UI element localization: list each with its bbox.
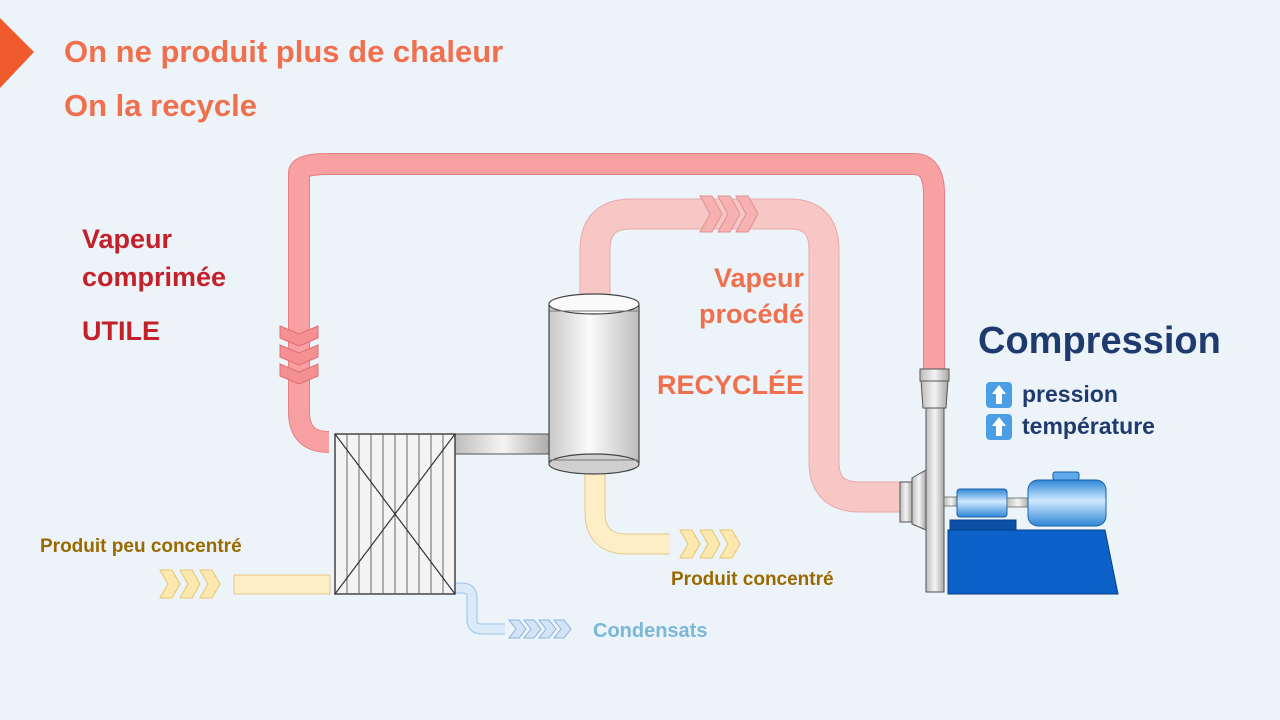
process-steam-label: Vapeur procédé xyxy=(699,260,804,332)
compressed-steam-tag: UTILE xyxy=(82,316,160,346)
compressed-steam-flow-chevrons xyxy=(279,325,319,385)
up-arrow-icon xyxy=(986,381,1012,408)
headline-line-1: On ne produit plus de chaleur xyxy=(64,34,504,69)
condensate-pipe xyxy=(455,582,505,635)
feed-label: Produit peu concentré xyxy=(40,536,242,557)
heat-exchanger xyxy=(334,433,456,595)
compression-title: Compression xyxy=(978,320,1221,362)
up-arrow-icon xyxy=(986,413,1012,440)
compressed-steam-line-2: comprimée xyxy=(82,262,227,292)
compression-item-temperature: température xyxy=(986,413,1155,440)
compression-item-label: pression xyxy=(1022,381,1118,407)
process-steam-pipe xyxy=(579,198,900,513)
feed-pipe xyxy=(233,574,331,595)
process-steam-line-1: Vapeur xyxy=(713,263,804,293)
compression-item-pressure: pression xyxy=(986,381,1118,408)
condensate-label: Condensats xyxy=(593,620,708,642)
process-steam-line-2: procédé xyxy=(698,299,804,329)
compression-item-label: température xyxy=(1022,413,1155,439)
process-steam-tag: RECYCLÉE xyxy=(656,370,804,400)
concentrate-flow-chevrons xyxy=(679,529,741,559)
feed-flow-chevrons xyxy=(159,569,221,599)
separator-vessel xyxy=(548,293,640,475)
vapor-connector xyxy=(454,433,552,455)
compressed-steam-line-1: Vapeur xyxy=(82,224,173,254)
compressed-steam-label: Vapeur comprimée xyxy=(82,220,226,296)
condensate-flow-chevrons xyxy=(507,619,572,639)
corner-accent-triangle xyxy=(0,18,34,88)
process-steam-flow-chevrons xyxy=(699,195,759,233)
compressor xyxy=(899,368,950,593)
concentrate-label: Produit concentré xyxy=(671,569,834,590)
motor-assembly xyxy=(943,471,1119,595)
headline-line-2: On la recycle xyxy=(64,88,258,123)
